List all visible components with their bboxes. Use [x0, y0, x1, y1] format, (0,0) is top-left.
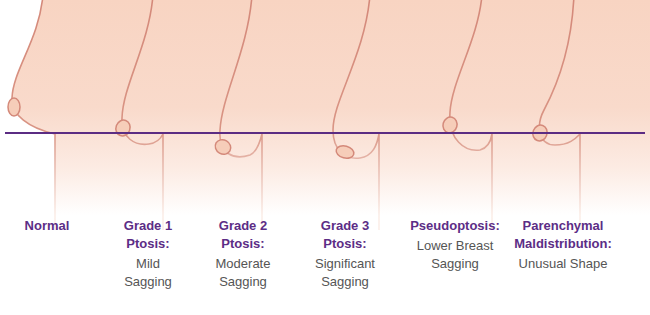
grade-heading: Grade 2 Ptosis:	[208, 217, 278, 253]
grade-heading: Grade 1 Ptosis:	[113, 217, 183, 253]
fold-line	[5, 132, 645, 134]
nipple	[114, 118, 133, 138]
grade-description: Moderate Sagging	[204, 255, 282, 291]
grade-description: Lower Breast Sagging	[408, 237, 503, 273]
grade-description: Mild Sagging	[116, 255, 181, 291]
breast-profile	[531, 0, 650, 230]
grade-heading: Normal	[0, 217, 97, 235]
grade-heading: Parenchymal Maldistribution:	[501, 217, 626, 253]
grade-description: Unusual Shape	[508, 255, 618, 273]
grade-heading: Pseudoptosis:	[400, 217, 510, 235]
profile-outline	[220, 0, 262, 230]
profile-outline	[450, 0, 492, 230]
nipple	[441, 115, 459, 134]
profile-outline	[539, 0, 580, 230]
skin-fill	[539, 0, 650, 230]
nipple	[335, 144, 355, 160]
grade-heading: Grade 3 Ptosis:	[310, 217, 380, 253]
profile-outline	[333, 0, 379, 230]
nipple	[213, 137, 234, 157]
profile-outline	[122, 0, 163, 230]
profile-outline	[12, 0, 55, 230]
nipple	[8, 98, 20, 116]
grade-description: Significant Sagging	[304, 255, 386, 291]
